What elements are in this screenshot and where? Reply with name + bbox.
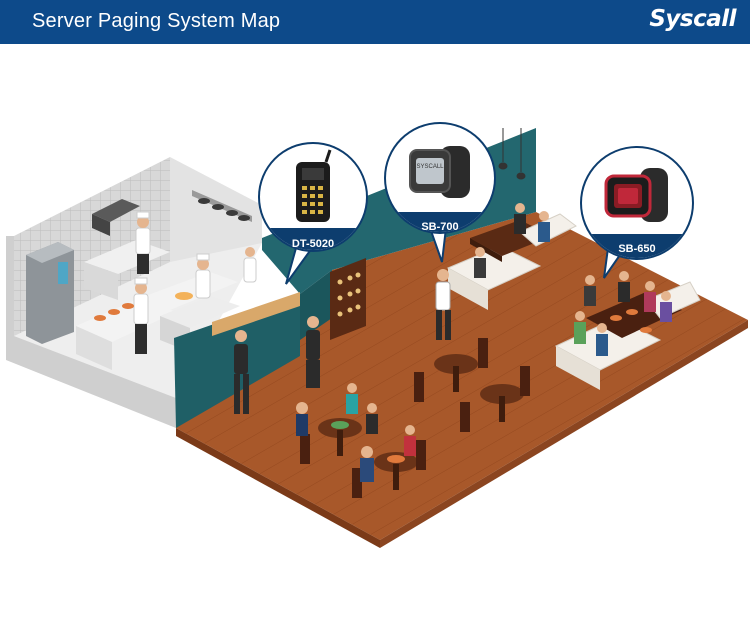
sb-650-label: SB-650 [618, 243, 655, 255]
wine-shelf [330, 258, 366, 340]
sb-700-watch-icon: SYSCALL [409, 146, 470, 198]
waiter [234, 330, 249, 414]
fridge [26, 242, 74, 344]
syscall-logo: Syscall [649, 6, 736, 32]
sb-650-watch-icon [604, 168, 668, 222]
header-bar: Server Paging System Map Syscall [0, 0, 750, 44]
restaurant-map: DT-5020 SYSCALL SB-700 SB-650 [6, 122, 748, 548]
dt-5020-label: DT-5020 [292, 238, 334, 250]
page-title: Server Paging System Map [32, 10, 281, 32]
chef [195, 253, 211, 299]
booth-table [446, 203, 577, 310]
device-bubble-sb-700: SYSCALL SB-700 [384, 122, 496, 263]
device-bubble-dt-5020: DT-5020 [258, 142, 368, 285]
chef [243, 247, 257, 283]
pendant-lamp [498, 128, 526, 180]
dt-5020-keypad-icon [296, 149, 332, 222]
round-tables [296, 338, 530, 498]
sb-700-screen-text: SYSCALL [416, 164, 444, 170]
booth-group-right [554, 271, 701, 390]
waiter [306, 316, 320, 388]
sb-700-label: SB-700 [421, 221, 458, 233]
waiter [435, 269, 451, 340]
chef [133, 277, 149, 354]
device-bubble-sb-650: SB-650 [580, 146, 694, 279]
chef [135, 211, 151, 274]
